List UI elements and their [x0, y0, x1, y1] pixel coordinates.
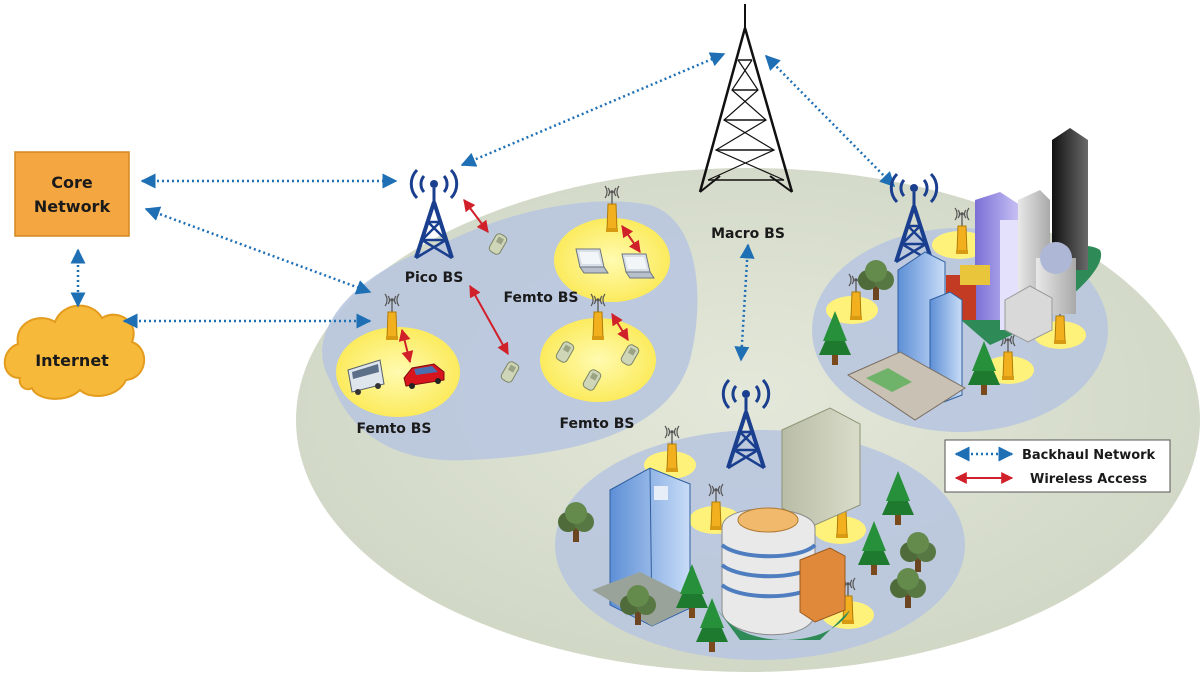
bottom-urban-cluster: [592, 407, 861, 640]
wireless-pico-phone-far: [469, 284, 509, 356]
femto-bs-label-phones: Femto BS: [559, 416, 634, 432]
core-network-label-line1: Core: [51, 173, 93, 192]
legend-wireless-label: Wireless Access: [1030, 472, 1147, 487]
macro-tower-icon: [698, 4, 794, 193]
car-icon: [403, 363, 445, 389]
building-icon: [799, 547, 846, 623]
wireless-femto-phone: [611, 312, 629, 342]
building-icon: [1004, 285, 1053, 343]
legend-backhaul-label: Backhaul Network: [1022, 448, 1156, 463]
core-network-box: Core Network: [14, 151, 130, 237]
internet-label: Internet: [35, 351, 109, 370]
wireless-femto-laptop: [621, 225, 641, 253]
bus-icon: [347, 359, 385, 395]
backhaul-pico-macro: [460, 52, 726, 167]
legend: Backhaul Network Wireless Access: [944, 439, 1171, 493]
building-icon: [718, 507, 850, 640]
femto-cell-vehicles: [336, 327, 460, 417]
core-network-label-line2: Network: [34, 197, 111, 216]
building-icon: [781, 407, 861, 526]
backhaul-macro-right: [764, 54, 896, 188]
wireless-pico-phone: [463, 199, 489, 233]
backhaul-macro-bottom: [734, 243, 755, 362]
building-icon: [1052, 128, 1088, 270]
femto-cell-laptops: [554, 218, 670, 302]
pico-bs-label: Pico BS: [405, 270, 464, 286]
cloud-icon: Internet: [3, 304, 146, 400]
right-urban-cluster: [846, 128, 1102, 421]
wireless-femto-car: [398, 328, 414, 364]
building-icon: [1036, 242, 1076, 314]
macro-bs-label: Macro BS: [711, 226, 785, 242]
backhaul-core-femto: [144, 206, 372, 295]
femto-bs-label-vehicles: Femto BS: [356, 421, 431, 437]
femto-bs-label-laptops: Femto BS: [503, 290, 578, 306]
